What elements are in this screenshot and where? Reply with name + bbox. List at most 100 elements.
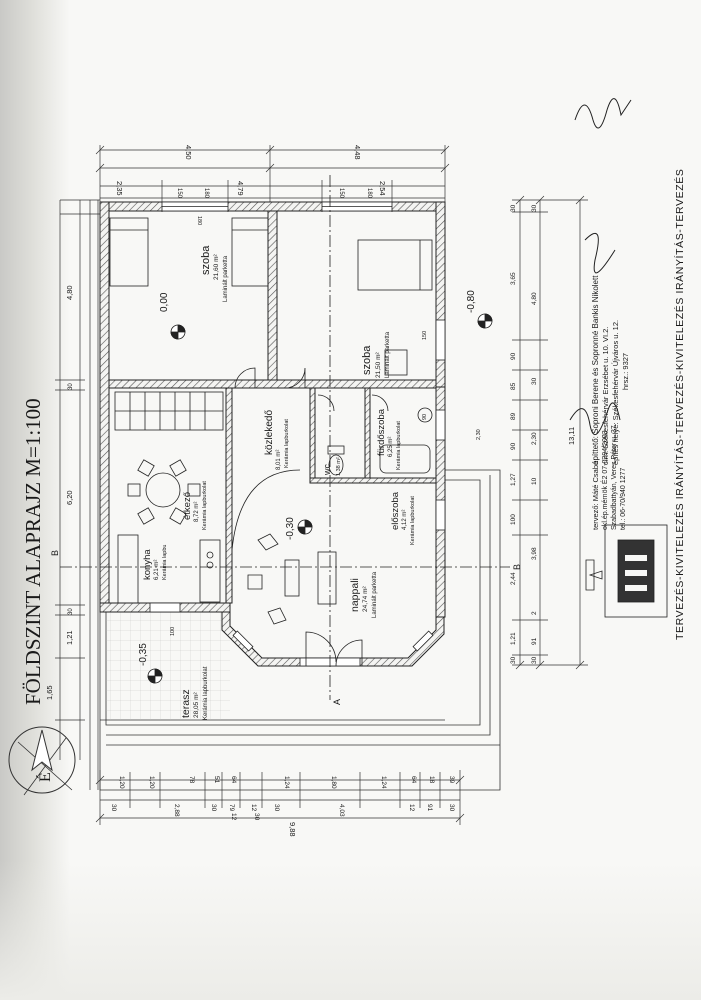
scan-shadow-bottom xyxy=(0,860,701,1000)
room-furdo-name: fürdőszoba xyxy=(376,408,387,456)
dim-r2-5: 3,98 xyxy=(531,547,538,560)
drawing-title: FÖLDSZINT ALAPRAJZ M=1:100 xyxy=(21,398,45,705)
dim-b1-4: 64 xyxy=(230,776,237,784)
dim-top-1: 4,50 xyxy=(184,145,193,160)
dim-b1-1: 1,20 xyxy=(148,776,155,789)
window-codes: 180 150 100 90 2,30 xyxy=(170,216,482,636)
room-szoba2-floor: Laminált parketta xyxy=(385,331,391,378)
stamp-designer-tel: tel.: 06-70/940 1277 xyxy=(620,468,627,530)
dim-top-8: 150 xyxy=(338,188,344,199)
window-code-4: 90 xyxy=(422,414,428,420)
dim-r1-3: 85 xyxy=(510,382,517,390)
dim-r1-1: 3,65 xyxy=(510,272,517,285)
dim-r1-5: 90 xyxy=(510,442,517,450)
room-etkezo-name: étkező xyxy=(182,492,193,520)
room-terasz-area: 28,05 m² xyxy=(193,692,200,718)
room-szoba1-floor: Laminált parketta xyxy=(223,255,229,302)
room-szoba1-level: 0,00 xyxy=(159,292,170,312)
north-symbol: É xyxy=(35,772,54,782)
dim-top-6: 150 xyxy=(176,188,182,199)
stamp-site: építés helye: Székesfehérvár Újváros u. … xyxy=(611,320,620,465)
room-wc-area: 1,38 m² xyxy=(336,457,342,476)
dim-left-4: 30 xyxy=(68,608,74,615)
stamp-designer-reg: okl.ép.mérnök É2 07-0294/2003 xyxy=(600,430,609,530)
dim-b2-2: 30 xyxy=(210,804,217,812)
window-code-1: 180 xyxy=(196,216,202,225)
dim-r2-4: 10 xyxy=(531,477,538,485)
room-eloszoba-floor: Kerámia lapburkolat xyxy=(410,496,416,545)
dim-b1-10: 39 xyxy=(448,776,455,784)
dim-left-6: 1,65 xyxy=(45,685,54,700)
dim-b2-0: 30 xyxy=(110,804,117,812)
room-szoba2-area: 21,50 m² xyxy=(375,352,382,378)
company-band-text: TERVEZÉS-KIVITELEZÉS IRÁNYÍTÁS-TERVEZÉS-… xyxy=(673,169,686,640)
dim-r1-4: 89 xyxy=(510,412,517,420)
room-kozlekedo-area: 8,01 m² xyxy=(276,450,282,470)
section-mark-b-left: B xyxy=(50,550,60,556)
top-dimension-labels: 4,50 4,48 2,35 4,79 2,54 150 180 150 180 xyxy=(115,145,387,199)
left-dimension-lines xyxy=(55,200,99,790)
dim-r2-2: 30 xyxy=(531,377,538,385)
terrace-tiles xyxy=(106,612,230,720)
dim-r1-10: 30 xyxy=(510,656,517,664)
dim-b2-6: 4,03 xyxy=(338,804,345,817)
stamp-owner-address: cím: Székesfehérvár Erzsébet u. 10. VI.2… xyxy=(601,327,610,465)
dim-b1-2: 78 xyxy=(188,776,195,784)
right-dimension-labels: 13,11 30 3,65 90 85 89 90 1,27 100 2,44 … xyxy=(510,204,576,664)
dim-r1-2: 90 xyxy=(510,352,517,360)
dim-b1-8: 64 xyxy=(410,776,417,784)
dim-b2-8: 91 xyxy=(426,804,433,812)
window-code-3: 100 xyxy=(170,627,176,636)
dim-top-9: 180 xyxy=(366,188,372,199)
room-nappali-area: 24,74 m² xyxy=(362,586,369,612)
window-code-5: 2,30 xyxy=(476,429,482,440)
dim-top-4: 4,79 xyxy=(236,181,245,196)
room-konyha-floor: Kerámia lapbu xyxy=(162,545,168,580)
window-code-2: 150 xyxy=(422,331,428,340)
room-kozlekedo-name: közlekedő xyxy=(264,410,275,455)
room-kozlekedo-floor: Kerámia lapburkolat xyxy=(284,419,290,468)
dim-top-7: 180 xyxy=(203,188,209,199)
north-arrow: É xyxy=(8,726,76,796)
top-dimension-lines xyxy=(60,145,450,215)
living-bay-wall xyxy=(221,611,445,667)
title-block: építtető: Soproni Berene és Sopronné Ban… xyxy=(591,275,630,530)
bottom-dimension-lines xyxy=(95,770,465,825)
dim-b2-3: 79 xyxy=(228,804,235,812)
room-nappali-name: nappali xyxy=(349,578,361,612)
room-terasz-level: -0,35 xyxy=(138,643,149,666)
level-markers xyxy=(147,313,493,684)
dim-r1-6: 1,27 xyxy=(510,473,517,486)
room-szoba1-area: 21,60 m² xyxy=(213,254,220,280)
company-logo xyxy=(585,524,668,618)
dim-b2-7: 12 xyxy=(408,804,415,812)
dim-top-3: 2,35 xyxy=(115,181,124,196)
room-eloszoba-name: előszoba xyxy=(390,491,401,530)
dim-r1-9: 1,21 xyxy=(510,632,517,645)
room-szoba2-name: szoba xyxy=(361,345,373,375)
dim-b2-9: 30 xyxy=(448,804,455,812)
room-terasz-floor: Kerámia lapburkolat xyxy=(203,666,209,720)
room-terasz-name: terasz xyxy=(180,689,192,718)
dim-b3-0: 12 xyxy=(230,813,237,821)
dim-r2-8: 30 xyxy=(531,656,538,664)
right-dimension-lines xyxy=(512,195,588,670)
dim-left-2: 30 xyxy=(68,383,74,390)
room-etkezo-floor: Kerámia lapburkolat xyxy=(202,481,208,530)
dim-b1-7: 1,24 xyxy=(380,776,387,789)
section-mark-b-right: B xyxy=(512,564,522,570)
dim-r1-7: 100 xyxy=(510,514,517,525)
room-etkezo-area: 8,72 m² xyxy=(194,502,200,522)
dim-r2-0: 30 xyxy=(531,204,538,212)
signatures xyxy=(569,98,632,436)
dim-bottom-overall: 9,88 xyxy=(288,822,297,837)
dim-left-1: 4,80 xyxy=(65,285,74,300)
stamp-hrsz: hrsz.: 9327 xyxy=(621,353,630,390)
dim-r1-8: 2,44 xyxy=(510,572,517,585)
section-mark-a: A xyxy=(332,699,342,705)
dim-b1-5: 1,24 xyxy=(283,776,290,789)
stamp-designer-address: Szabadbattyán, Veres Péter u. 37. xyxy=(611,423,618,530)
dim-b1-6: 1,80 xyxy=(330,776,337,789)
